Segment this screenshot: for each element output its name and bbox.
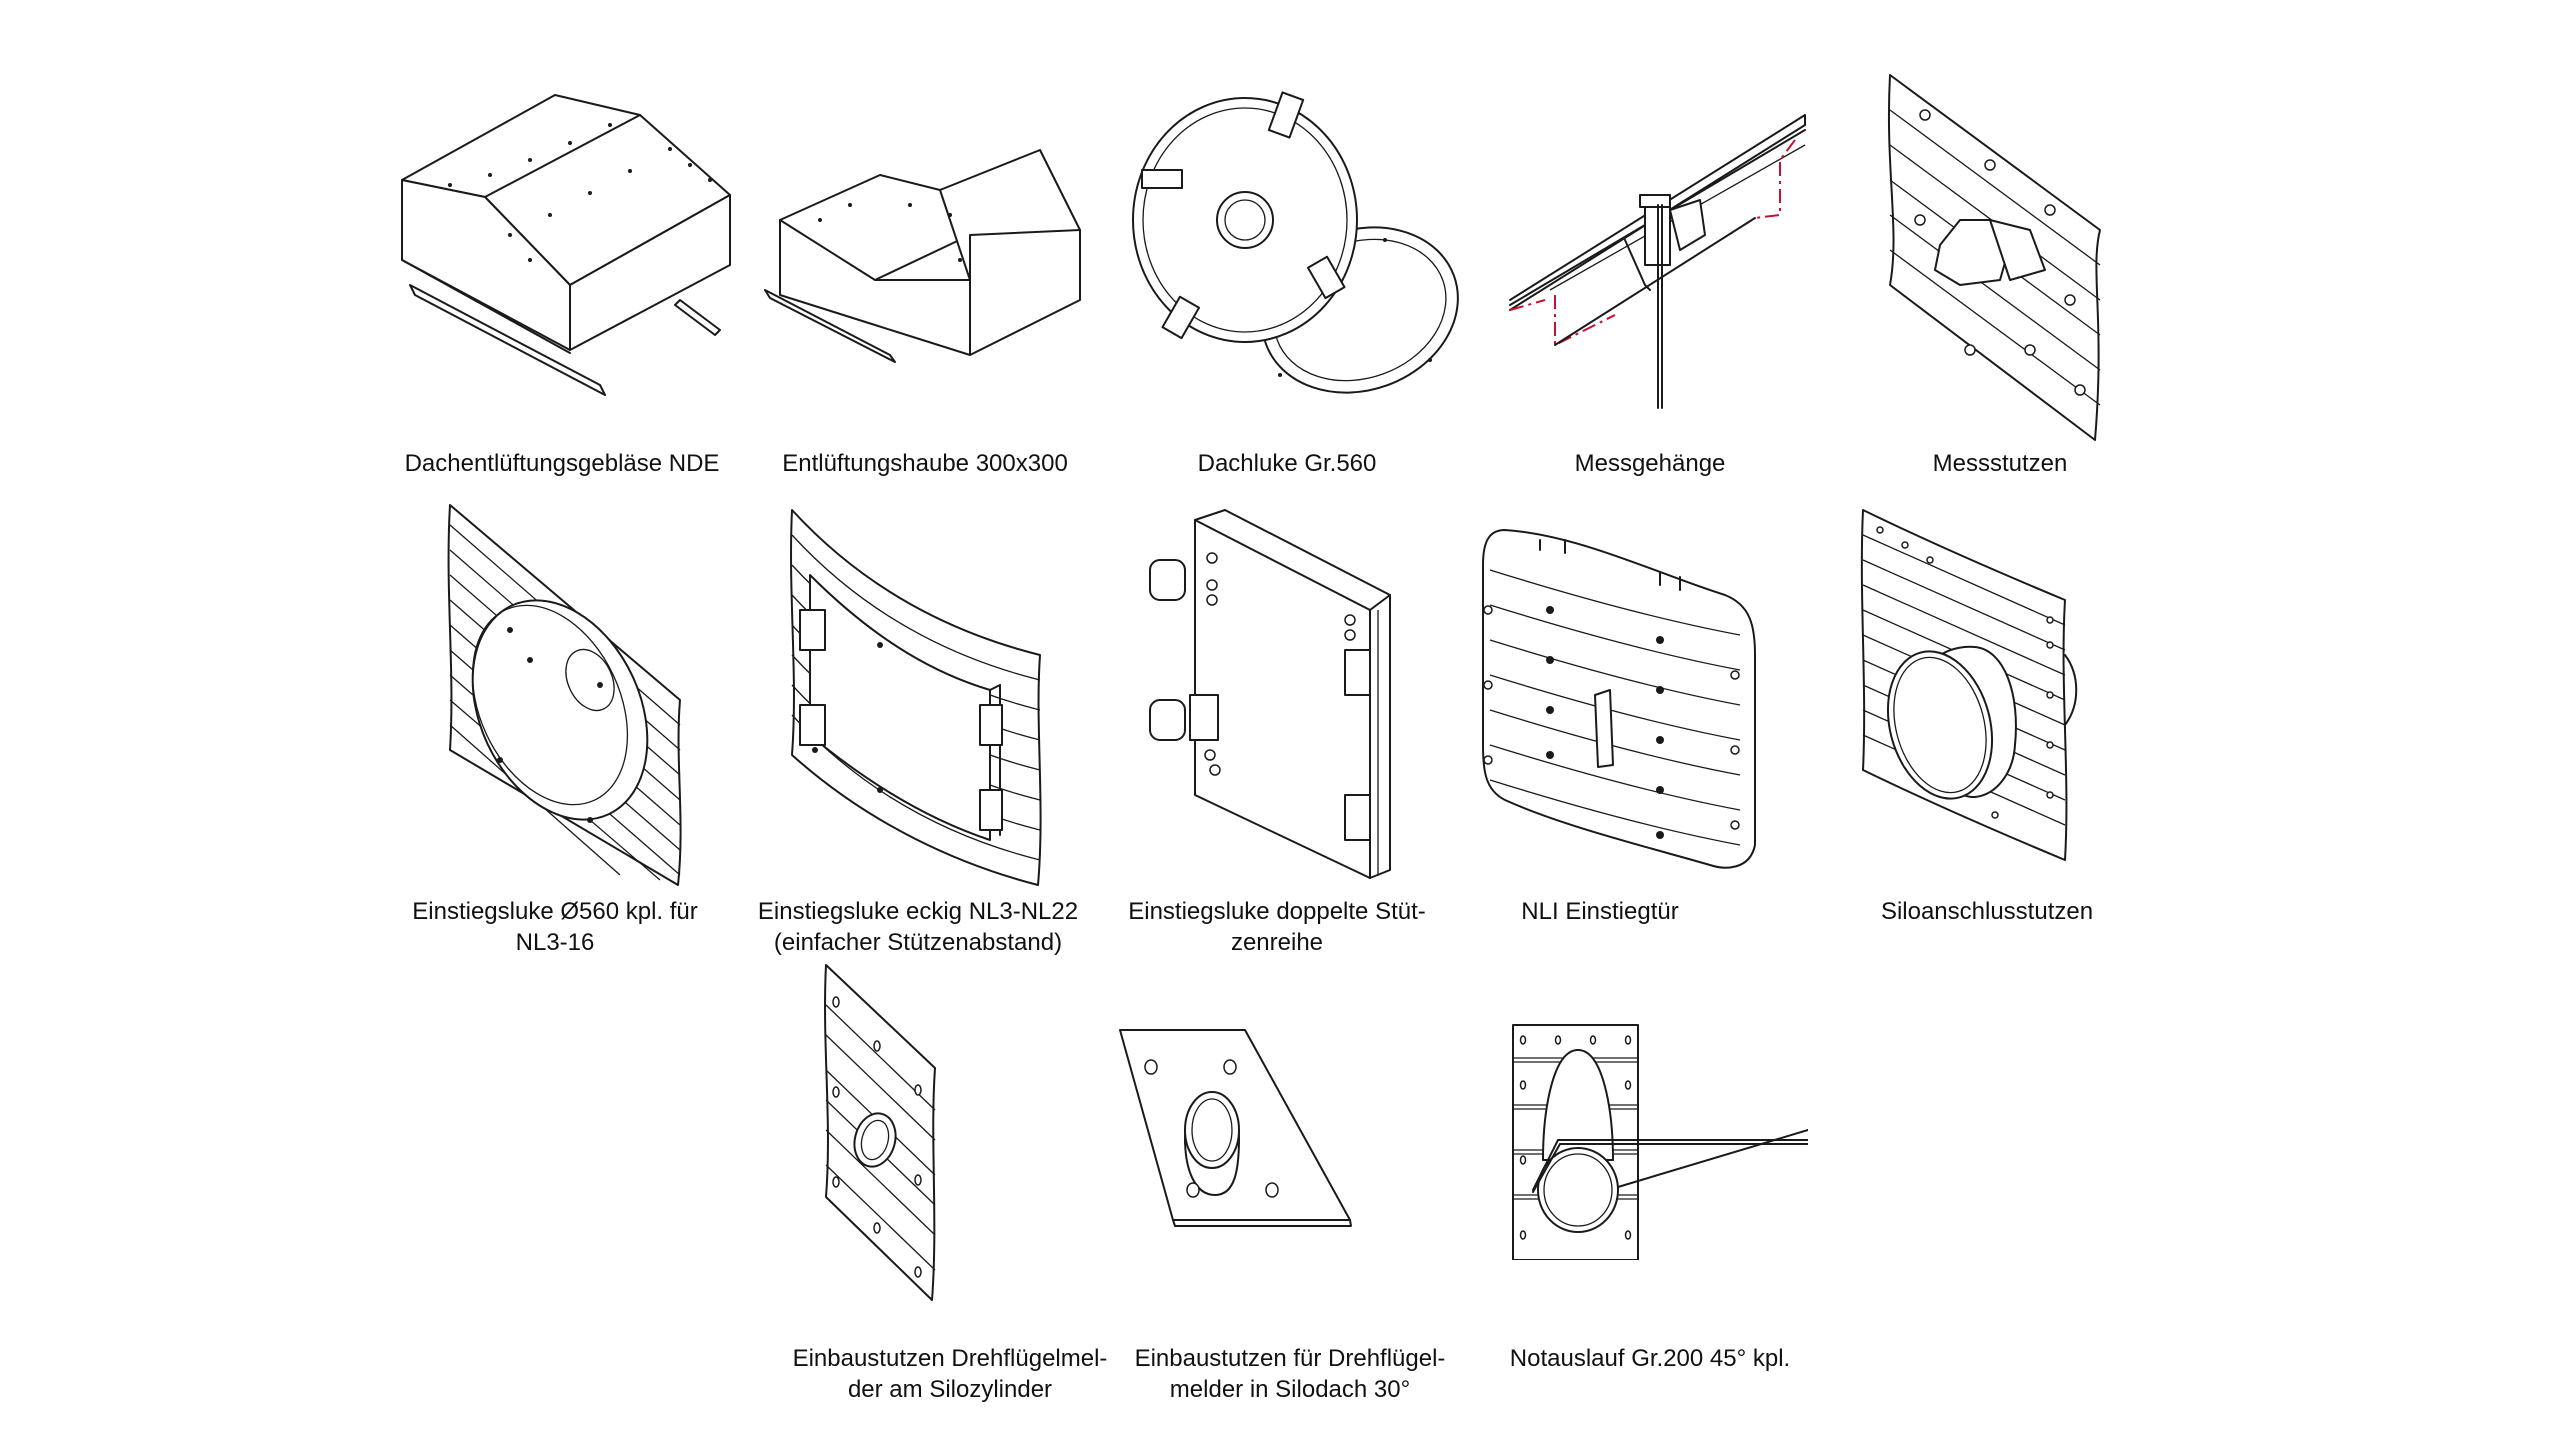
caption-line: Dachentlüftungsgebläse NDE: [404, 450, 720, 477]
caption-line: Einstiegsluke doppelte Stüt-: [1128, 898, 1426, 925]
emergency-outlet-drawing: [1512, 1024, 1808, 1260]
square-manhole-drawing: [790, 509, 1042, 886]
product-caption: Dachentlüftungsgebläse NDE: [405, 448, 720, 479]
measuring-hanger-drawing: [1509, 114, 1806, 409]
product-caption: Entlüftungshaube 300x300: [782, 448, 1068, 479]
caption-line: Messstutzen: [1932, 450, 2068, 477]
product-caption: Einbaustutzen für Drehflügel- melder in …: [1135, 1343, 1446, 1405]
measuring-socket-drawing: [1887, 74, 2101, 441]
product-caption: Dachluke Gr.560: [1198, 448, 1377, 479]
paddle-detector-socket-cylinder-drawing: [824, 964, 936, 1301]
caption-line: zenreihe: [1230, 929, 1324, 956]
caption-line: Einbaustutzen Drehflügelmel-: [792, 1345, 1108, 1372]
product-caption: Einstiegsluke doppelte Stüt- zenreihe: [1128, 896, 1426, 958]
roof-fan-drawing: [401, 94, 731, 396]
product-caption: Einstiegsluke Ø560 kpl. für NL3-16: [412, 896, 697, 958]
product-caption: Einstiegsluke eckig NL3-NL22 (einfacher …: [758, 896, 1078, 958]
caption-line: melder in Silodach 30°: [1169, 1376, 1411, 1403]
access-door-drawing: [1482, 529, 1756, 869]
caption-line: Messgehänge: [1574, 450, 1726, 477]
caption-line: Einbaustutzen für Drehflügel-: [1134, 1345, 1446, 1372]
caption-line: (einfacher Stützenabstand): [773, 929, 1063, 956]
double-support-manhole-drawing: [1149, 509, 1391, 879]
caption-line: Notauslauf Gr.200 45° kpl.: [1509, 1345, 1791, 1372]
product-caption: Notauslauf Gr.200 45° kpl.: [1510, 1343, 1790, 1374]
caption-line: Einstiegsluke Ø560 kpl. für: [412, 898, 698, 925]
vent-hood-drawing: [764, 149, 1081, 363]
roof-hatch-drawing: [1132, 91, 1459, 394]
product-caption: Einbaustutzen Drehflügelmel- der am Silo…: [793, 1343, 1108, 1405]
product-caption: NLI Einstiegtür: [1521, 896, 1678, 927]
round-manhole-drawing: [447, 504, 682, 886]
caption-line: Entlüftungshaube 300x300: [782, 450, 1068, 477]
caption-line: NLI Einstiegtür: [1521, 898, 1679, 925]
caption-line: der am Silozylinder: [847, 1376, 1053, 1403]
caption-line: NL3-16: [515, 929, 595, 956]
product-caption: Siloanschlusstutzen: [1881, 896, 2093, 927]
caption-line: Einstiegsluke eckig NL3-NL22: [757, 898, 1079, 925]
silo-connection-socket-drawing: [1860, 509, 2078, 861]
product-caption: Messgehänge: [1575, 448, 1726, 479]
paddle-detector-socket-roof-drawing: [1119, 1029, 1352, 1227]
caption-line: Siloanschlusstutzen: [1880, 898, 2094, 925]
caption-line: Dachluke Gr.560: [1197, 450, 1377, 477]
product-caption: Messstutzen: [1933, 448, 2068, 479]
